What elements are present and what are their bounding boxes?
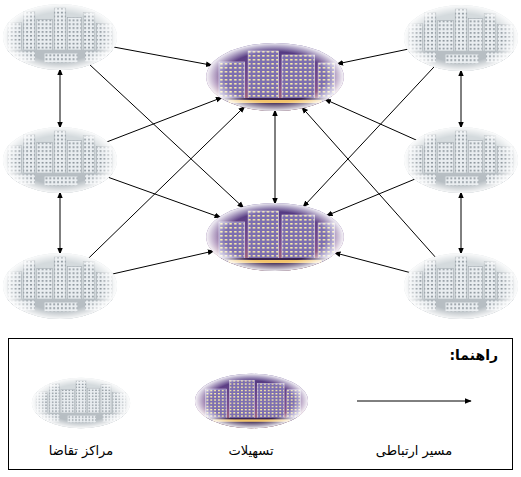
facility-image bbox=[205, 202, 345, 272]
demand-center-node bbox=[403, 126, 519, 194]
legend-text: مراکز تقاضا bbox=[49, 443, 113, 458]
demand-center-node bbox=[2, 126, 118, 194]
demand-center-node bbox=[403, 4, 519, 72]
route-arrow bbox=[337, 49, 409, 64]
legend-heading: راهنما: bbox=[449, 347, 498, 363]
city-image bbox=[2, 126, 118, 194]
facility-sample bbox=[194, 373, 309, 429]
route-arrow bbox=[334, 253, 410, 273]
legend-text: تسهیلات bbox=[228, 443, 273, 458]
route-arrow bbox=[113, 47, 212, 65]
city-image bbox=[2, 252, 118, 320]
demand-sample bbox=[31, 377, 131, 429]
city-image bbox=[403, 4, 519, 72]
route-sample bbox=[357, 401, 471, 402]
demand-center-node bbox=[2, 252, 118, 320]
city-image bbox=[2, 3, 118, 71]
route-arrow bbox=[461, 192, 462, 254]
route-arrow bbox=[60, 69, 61, 128]
city-image bbox=[403, 252, 519, 320]
facility-node bbox=[205, 202, 345, 272]
route-arrow bbox=[107, 177, 221, 218]
route-arrow bbox=[106, 97, 222, 142]
legend-text: مسیر ارتباطی bbox=[376, 443, 452, 458]
route-arrow bbox=[60, 192, 61, 254]
demand-center-node bbox=[2, 3, 118, 71]
route-arrow bbox=[461, 70, 462, 128]
route-arrow bbox=[275, 110, 276, 204]
demand-center-node bbox=[403, 252, 519, 320]
facility-node bbox=[205, 42, 345, 112]
city-image bbox=[403, 126, 519, 194]
facility-image bbox=[205, 42, 345, 112]
route-arrow bbox=[325, 99, 417, 140]
legend-box: راهنما: مسیر ارتباطی تسهیلات مراکز تقاضا bbox=[8, 338, 513, 470]
route-arrow bbox=[112, 251, 214, 274]
